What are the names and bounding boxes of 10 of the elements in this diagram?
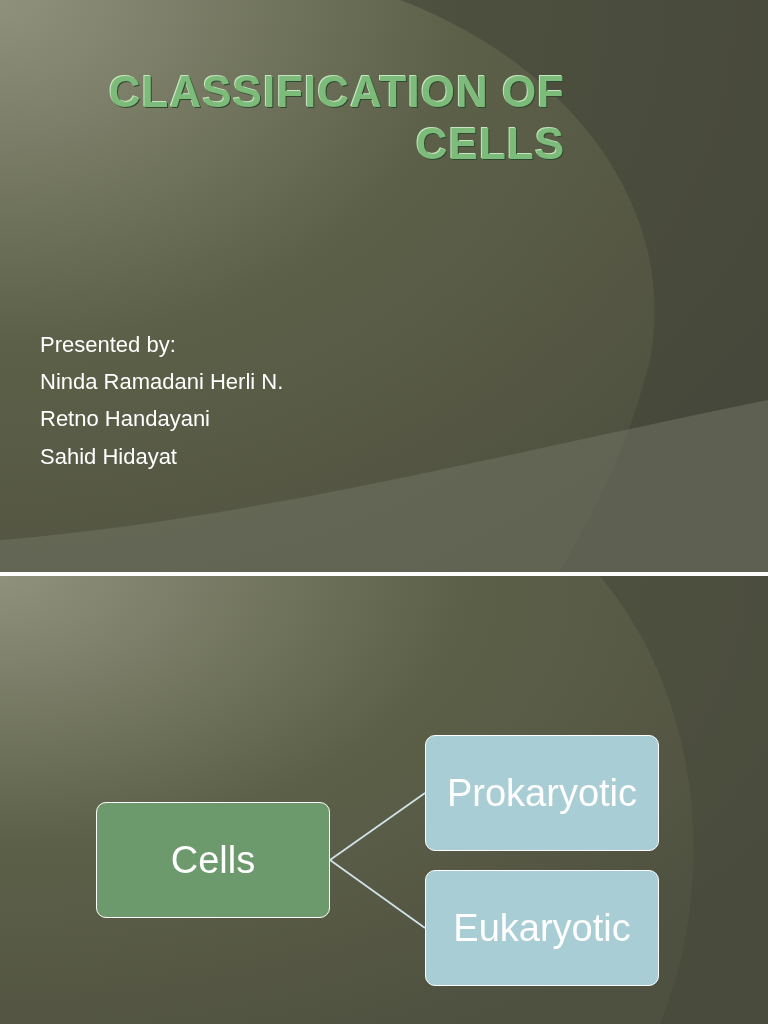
connector-line (329, 792, 426, 861)
presenter-name: Retno Handayani (40, 406, 210, 432)
presenter-heading: Presented by: (40, 332, 176, 358)
presenter-name: Ninda Ramadani Herli N. (40, 369, 284, 395)
presenter-name: Sahid Hidayat (40, 444, 177, 470)
process-box: Eukaryotic (425, 870, 659, 986)
connector-line (329, 859, 426, 929)
slide-title: CLASSIFICATION OF CELLS (107, 66, 565, 170)
process-box: Prokaryotic (425, 735, 659, 851)
process-box: Cells (96, 802, 330, 918)
